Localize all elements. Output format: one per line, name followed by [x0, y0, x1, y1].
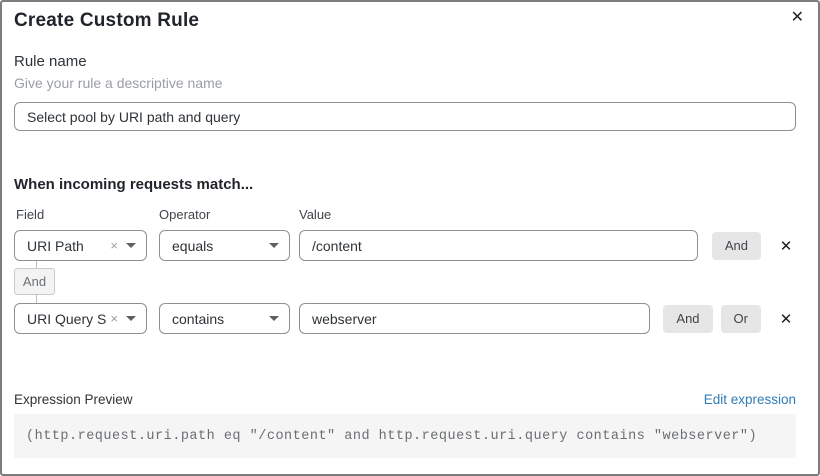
row-connector: And: [14, 261, 59, 303]
condition-row: URI Query St... × contains And Or ✕: [14, 303, 796, 334]
and-button[interactable]: And: [663, 304, 713, 333]
value-input[interactable]: [299, 230, 698, 261]
operator-select-value: equals: [172, 237, 214, 254]
operator-select-value: contains: [172, 310, 225, 327]
operator-column-label: Operator: [159, 207, 211, 222]
chevron-down-icon: [269, 243, 279, 248]
connector-line: [36, 295, 37, 303]
clear-icon[interactable]: ×: [110, 311, 118, 326]
close-icon[interactable]: ✕: [790, 9, 804, 26]
expression-preview-code: (http.request.uri.path eq "/content" and…: [14, 414, 796, 458]
rule-name-helper-text: Give your rule a descriptive name: [14, 75, 223, 91]
condition-column-labels: Field Operator Value: [14, 207, 796, 222]
field-select[interactable]: URI Query St... ×: [14, 303, 147, 334]
field-select[interactable]: URI Path ×: [14, 230, 147, 261]
connector-and-badge: And: [14, 268, 55, 295]
operator-select[interactable]: contains: [159, 303, 290, 334]
chevron-down-icon: [126, 243, 136, 248]
value-input[interactable]: [299, 303, 651, 334]
match-section-heading: When incoming requests match...: [14, 176, 254, 193]
chevron-down-icon: [269, 316, 279, 321]
or-button[interactable]: Or: [720, 304, 761, 333]
chevron-down-icon: [126, 316, 136, 321]
and-button[interactable]: And: [711, 231, 761, 260]
rule-name-label: Rule name: [14, 53, 87, 70]
condition-row: URI Path × equals And ✕: [14, 230, 796, 261]
delete-row-icon[interactable]: ✕: [779, 237, 793, 255]
connector-line: [36, 261, 37, 268]
field-select-value: URI Query St...: [27, 310, 107, 327]
field-column-label: Field: [16, 207, 45, 222]
value-column-label: Value: [299, 207, 332, 222]
field-select-value: URI Path: [27, 237, 84, 254]
operator-select[interactable]: equals: [159, 230, 290, 261]
edit-expression-link[interactable]: Edit expression: [703, 392, 796, 407]
expression-preview-label: Expression Preview: [14, 392, 133, 407]
clear-icon[interactable]: ×: [110, 238, 118, 253]
page-title: Create Custom Rule: [14, 10, 200, 31]
delete-row-icon[interactable]: ✕: [779, 310, 793, 328]
rule-name-input[interactable]: [14, 102, 796, 131]
